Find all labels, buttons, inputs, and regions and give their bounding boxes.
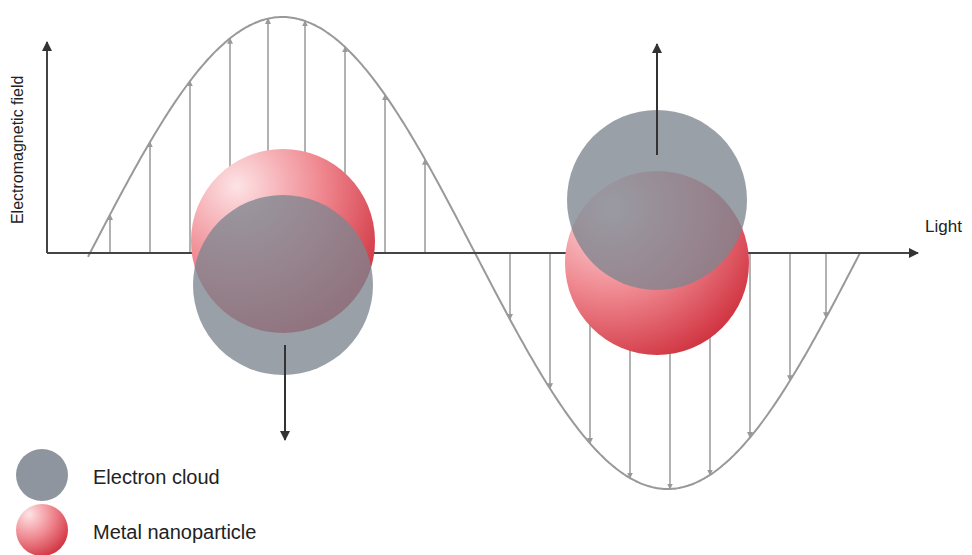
legend-swatch	[14, 447, 70, 503]
field-arrow	[789, 253, 791, 381]
y-axis	[46, 42, 48, 253]
field-arrow	[149, 142, 151, 253]
legend-swatch-circle	[16, 504, 68, 555]
electron-cloud	[193, 195, 373, 375]
legend-text: Metal nanoparticle	[93, 521, 256, 543]
field-arrow	[549, 253, 551, 389]
axis-label: Light	[925, 218, 962, 237]
field-arrow	[189, 81, 191, 253]
legend-swatch-circle	[16, 449, 68, 501]
field-arrow	[384, 95, 386, 253]
field-arrow	[749, 253, 751, 438]
field-arrow	[109, 215, 111, 253]
displacement-arrow	[656, 44, 658, 155]
field-arrow	[825, 253, 827, 318]
displacement-arrow	[284, 345, 286, 440]
axis-label: Electromagnetic field	[9, 76, 27, 225]
legend-text: Electron cloud	[93, 466, 220, 488]
field-arrow	[509, 253, 511, 319]
field-arrow	[424, 159, 426, 253]
x-axis	[47, 252, 918, 254]
legend-swatch	[14, 502, 70, 555]
